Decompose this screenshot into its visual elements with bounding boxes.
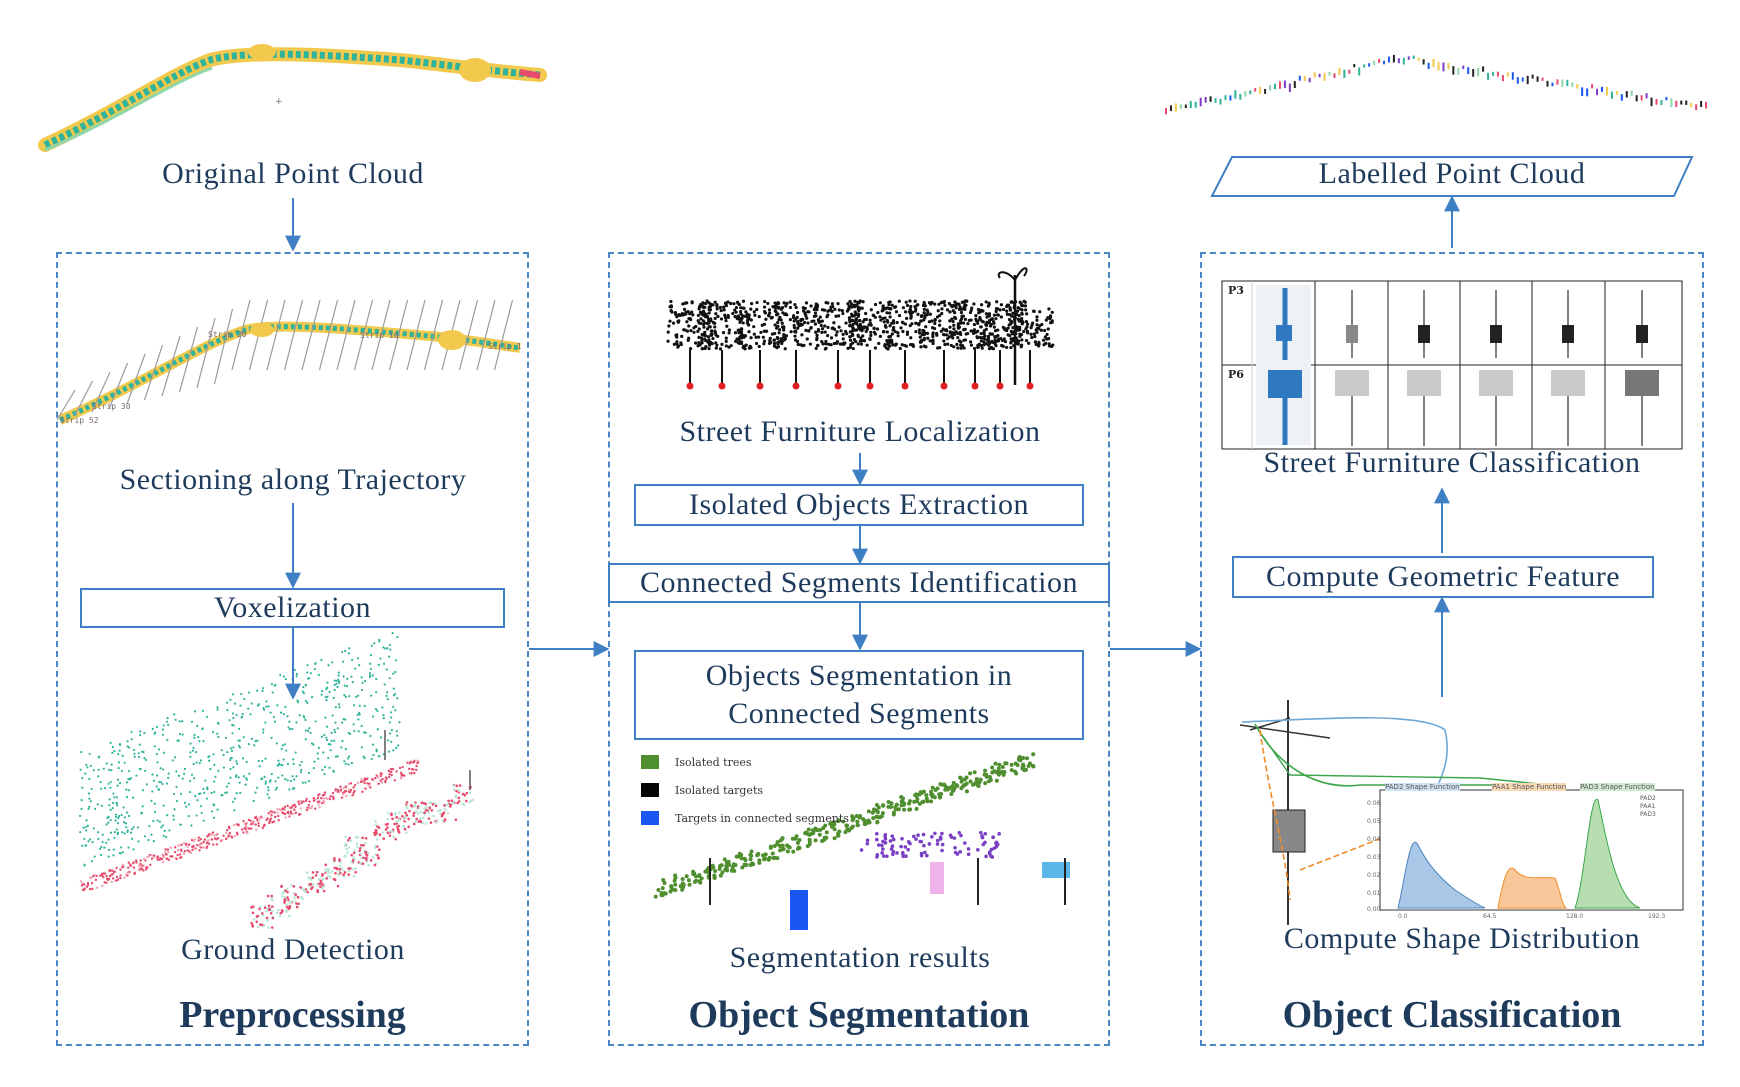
shape-fn-label-1: PAD2 Shape Function bbox=[1385, 783, 1460, 791]
chart-legend-pad2: PAD2 bbox=[1640, 795, 1656, 802]
segmentation-results-image bbox=[653, 752, 1070, 930]
strip-label: Strip 10 bbox=[360, 331, 399, 340]
legend-label: Isolated targets bbox=[675, 783, 764, 797]
preprocessing-title: Preprocessing bbox=[179, 994, 406, 1036]
original-point-cloud-label: Original Point Cloud bbox=[162, 157, 424, 190]
localization-image bbox=[666, 267, 1055, 390]
y-tick-4: 0.02 bbox=[1367, 872, 1381, 879]
x-tick-1: 64.5 bbox=[1483, 913, 1497, 920]
shape-distribution-label: Compute Shape Distribution bbox=[1283, 922, 1641, 955]
chart-legend: PAD2 PAA1 PAD3 bbox=[1640, 795, 1656, 819]
svg-text:+: + bbox=[275, 97, 283, 107]
legend-label: Targets in connected segments bbox=[675, 811, 849, 825]
row-label-p3: P3 bbox=[1228, 284, 1244, 297]
strip-label: Strip 30 bbox=[92, 402, 131, 411]
y-tick-3: 0.03 bbox=[1367, 854, 1381, 861]
x-tick-0: 0.0 bbox=[1398, 913, 1408, 920]
labelled-point-cloud-image bbox=[1165, 54, 1708, 115]
y-tick-1: 0.05 bbox=[1367, 818, 1381, 825]
flow-arrows bbox=[285, 195, 1460, 700]
preprocessing-panel bbox=[56, 252, 529, 1046]
shape-fn-label-3: PAD3 Shape Function bbox=[1580, 783, 1655, 791]
strip-label: Strip 1 bbox=[488, 342, 522, 351]
strip-label: Strip 20 bbox=[208, 330, 247, 339]
geometric-feature-box: Compute Geometric Feature bbox=[1232, 556, 1654, 598]
y-tick-0: 0.06 bbox=[1367, 800, 1381, 807]
legend-swatch bbox=[641, 783, 659, 797]
shape-distribution-image bbox=[1239, 700, 1684, 925]
objects-segmentation-box: Objects Segmentation in Connected Segmen… bbox=[634, 650, 1084, 740]
legend-swatch bbox=[641, 811, 659, 825]
labelled-point-cloud-label: Labelled Point Cloud bbox=[1318, 157, 1586, 190]
x-tick-2: 128.0 bbox=[1566, 913, 1584, 920]
classification-panel bbox=[1200, 252, 1704, 1046]
chart-legend-paa1: PAA1 bbox=[1640, 803, 1656, 810]
segmentation-title: Object Segmentation bbox=[688, 994, 1030, 1036]
localization-label: Street Furniture Localization bbox=[679, 415, 1041, 448]
legend-swatch bbox=[641, 755, 659, 769]
shape-fn-label-2: PAA1 Shape Function bbox=[1492, 783, 1567, 791]
row-label-p6: P6 bbox=[1228, 368, 1244, 381]
chart-legend-pad3: PAD3 bbox=[1640, 811, 1656, 818]
original-point-cloud-image: + bbox=[38, 44, 547, 152]
sectioning-label: Sectioning along Trajectory bbox=[119, 463, 467, 496]
labelled-point-cloud-box bbox=[1210, 156, 1694, 197]
legend-isolated-targets: Isolated targets bbox=[641, 783, 763, 797]
x-tick-3: 192.3 bbox=[1648, 913, 1666, 920]
legend-isolated-trees: Isolated trees bbox=[641, 755, 752, 769]
y-tick-5: 0.01 bbox=[1367, 890, 1381, 897]
legend-label: Isolated trees bbox=[675, 755, 752, 769]
y-tick-6: 0.00 bbox=[1367, 906, 1381, 913]
sectioning-image bbox=[56, 299, 521, 425]
isolated-objects-box: Isolated Objects Extraction bbox=[634, 484, 1084, 526]
street-classification-label: Street Furniture Classification bbox=[1263, 446, 1641, 479]
legend-connected-targets: Targets in connected segments bbox=[641, 811, 849, 825]
strip-label: Strip 52 bbox=[60, 416, 99, 425]
voxelization-box: Voxelization bbox=[80, 588, 505, 628]
classification-title: Object Classification bbox=[1282, 994, 1622, 1036]
classification-grid-image bbox=[1221, 280, 1683, 450]
segmentation-results-label: Segmentation results bbox=[729, 941, 991, 974]
ground-detection-image bbox=[78, 632, 475, 929]
ground-detection-label: Ground Detection bbox=[181, 933, 405, 966]
y-tick-2: 0.04 bbox=[1367, 836, 1381, 843]
segmentation-panel bbox=[608, 252, 1110, 1046]
connected-segments-box: Connected Segments Identification bbox=[608, 563, 1110, 603]
